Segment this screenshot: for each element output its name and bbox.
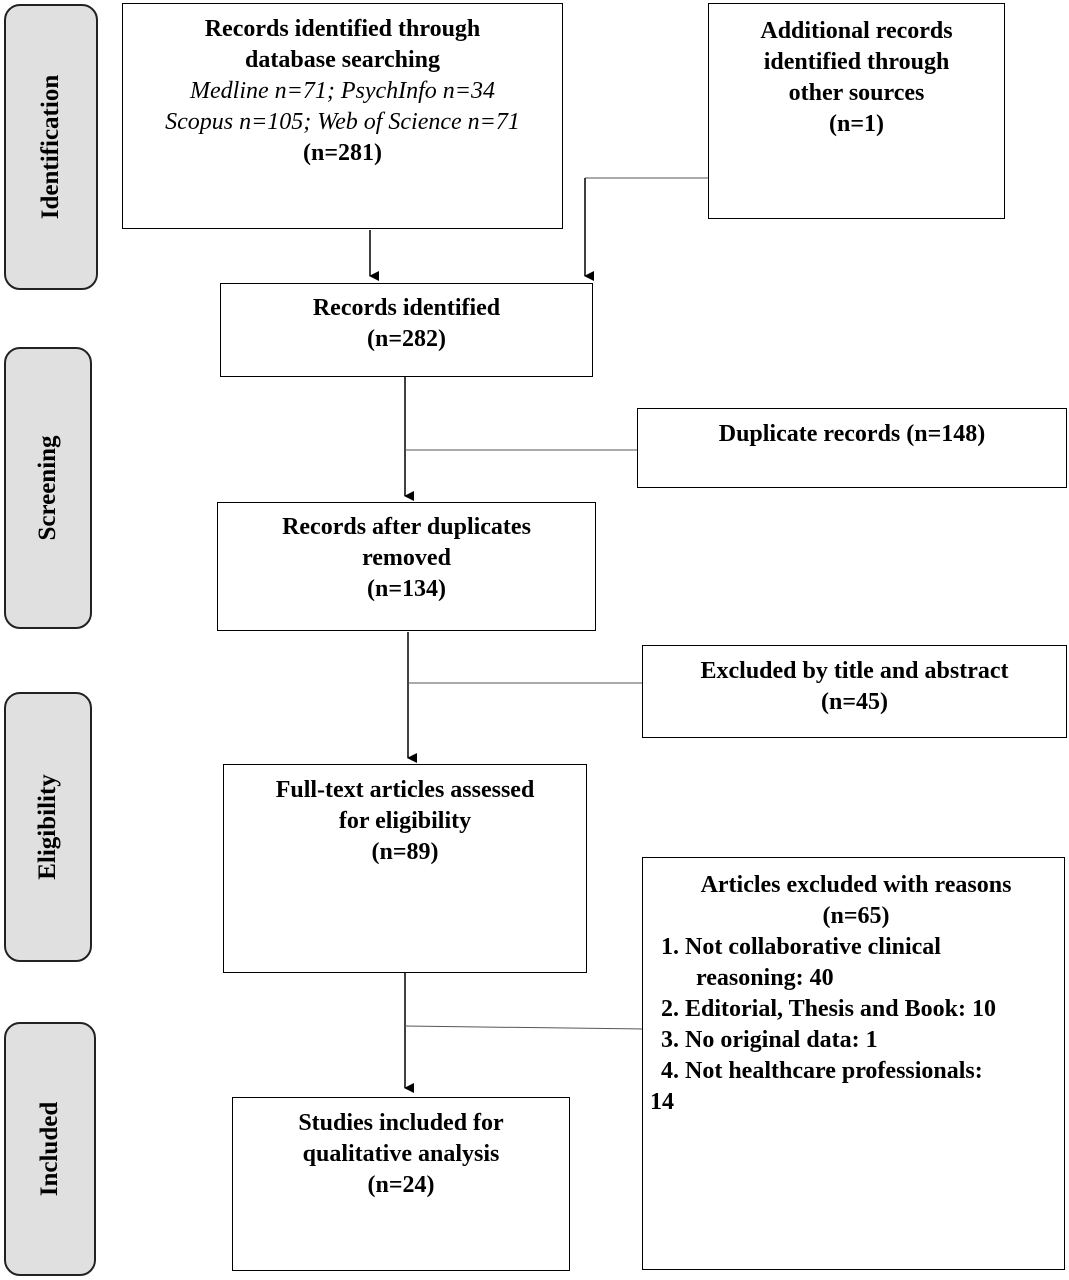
included-count: (n=24) bbox=[367, 1172, 435, 1198]
after-duplicates-count: (n=134) bbox=[366, 576, 446, 602]
records-identified-box: Records identified (n=282) bbox=[220, 283, 593, 377]
database-sources-line2: Scopus n=105; Web of Science n=71 bbox=[165, 109, 520, 135]
excluded-reason-1-line1: 1. Not collaborative clinical bbox=[661, 934, 941, 960]
after-duplicates-line2: removed bbox=[362, 545, 451, 571]
identified-title: Records identified bbox=[312, 295, 501, 321]
excluded-reason-4-line2: 14 bbox=[650, 1089, 674, 1115]
duplicate-records-box: Duplicate records (n=148) bbox=[637, 408, 1067, 488]
additional-count: (n=1) bbox=[828, 111, 884, 137]
database-title-line2: database searching bbox=[245, 47, 440, 73]
fulltext-count: (n=89) bbox=[371, 839, 439, 865]
excluded-title-abstract-box: Excluded by title and abstract (n=45) bbox=[642, 645, 1067, 738]
stage-screening: Screening bbox=[4, 347, 92, 629]
database-title-line1: Records identified through bbox=[204, 16, 481, 42]
database-search-box: Records identified through database sear… bbox=[122, 3, 563, 229]
records-after-duplicates-box: Records after duplicates removed (n=134) bbox=[217, 502, 596, 631]
additional-line1: Additional records bbox=[760, 18, 953, 44]
excluded-reason-4-line1: 4. Not healthcare professionals: bbox=[661, 1058, 983, 1084]
excluded-title-abstract-title: Excluded by title and abstract bbox=[700, 658, 1009, 684]
additional-line3: other sources bbox=[788, 80, 925, 106]
included-line2: qualitative analysis bbox=[302, 1141, 500, 1167]
stage-identification: Identification bbox=[4, 4, 98, 290]
database-count: (n=281) bbox=[302, 140, 382, 166]
stage-eligibility: Eligibility bbox=[4, 692, 92, 962]
database-sources-line1: Medline n=71; PsychInfo n=34 bbox=[190, 78, 495, 104]
excluded-reasons-title: Articles excluded with reasons bbox=[700, 872, 1012, 898]
fulltext-line1: Full-text articles assessed bbox=[275, 777, 535, 803]
excluded-title-abstract-count: (n=45) bbox=[820, 689, 888, 715]
studies-included-box: Studies included for qualitative analysi… bbox=[232, 1097, 570, 1271]
excluded-reasons-count: (n=65) bbox=[822, 903, 890, 929]
after-duplicates-line1: Records after duplicates bbox=[282, 514, 531, 540]
duplicates-title: Duplicate records (n=148) bbox=[718, 421, 986, 447]
additional-line2: identified through bbox=[763, 49, 950, 75]
fulltext-assessed-box: Full-text articles assessed for eligibil… bbox=[223, 764, 587, 973]
included-line1: Studies included for bbox=[298, 1110, 504, 1136]
excluded-reason-1-line2: reasoning: 40 bbox=[696, 965, 834, 991]
excluded-reason-3: 3. No original data: 1 bbox=[661, 1027, 878, 1053]
stage-included: Included bbox=[4, 1022, 96, 1276]
additional-records-box: Additional records identified through ot… bbox=[708, 3, 1005, 219]
fulltext-line2: for eligibility bbox=[338, 808, 472, 834]
identified-count: (n=282) bbox=[366, 326, 446, 352]
excluded-reasons-box: Articles excluded with reasons (n=65) 1.… bbox=[642, 857, 1065, 1270]
excluded-reason-2: 2. Editorial, Thesis and Book: 10 bbox=[661, 996, 996, 1022]
line-excluded-reasons-connector bbox=[404, 1025, 643, 1030]
